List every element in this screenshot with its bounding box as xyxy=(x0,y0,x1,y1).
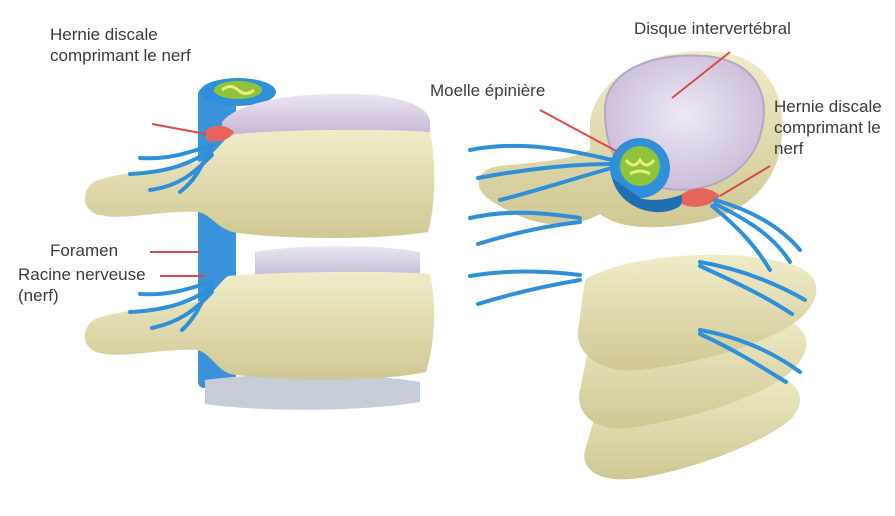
side-view-spine xyxy=(84,78,435,410)
hernia-right xyxy=(682,188,720,207)
nerve-root-lower xyxy=(128,280,214,332)
label-left-herniated-disc: Hernie discale comprimant le nerf xyxy=(50,25,191,65)
label-spinal-cord: Moelle épinière xyxy=(430,81,546,100)
nerve-roots-right-side xyxy=(698,198,807,384)
top-view-spine xyxy=(468,51,817,480)
label-foramen: Foramen xyxy=(50,241,119,260)
label-intervertebral-disc: Disque intervertébral xyxy=(634,19,791,38)
lower-disc-bottom xyxy=(205,374,420,410)
spinal-cord-grey-matter xyxy=(624,157,656,176)
spinal-canal-right xyxy=(612,178,690,213)
spinal-cord-top-grey xyxy=(221,85,255,95)
label-nerve-root: Racine nerveuse (nerf) xyxy=(18,265,146,305)
arrow-disc xyxy=(671,51,731,99)
lower-vertebra-left xyxy=(84,271,435,380)
label-right-herniated-disc: Hernie discale comprimant le nerf xyxy=(774,97,882,158)
label-arrows xyxy=(150,51,771,277)
arrow-spinal-cord xyxy=(539,109,619,153)
nerve-root-upper xyxy=(128,143,214,194)
upper-vertebra-left xyxy=(84,129,435,238)
upper-disc-left xyxy=(222,93,430,141)
arrow-left-hernia xyxy=(151,123,207,135)
arrow-right-hernia xyxy=(719,165,771,197)
vertebra-stack-mid1 xyxy=(577,254,817,371)
hernia-left xyxy=(206,125,234,142)
spinal-cord-core xyxy=(620,146,660,186)
nerve-roots-left-side xyxy=(468,143,614,306)
